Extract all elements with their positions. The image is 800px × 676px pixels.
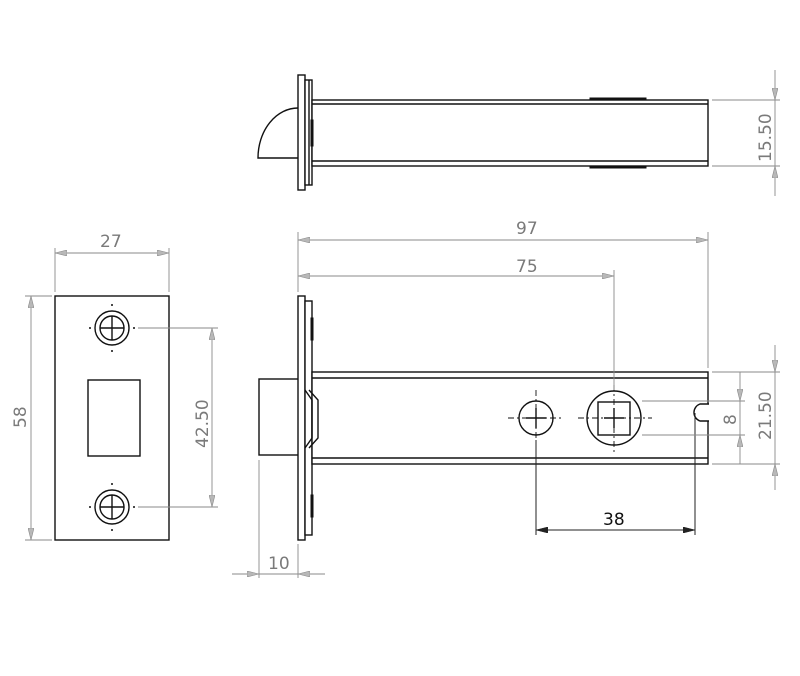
latch-head xyxy=(257,107,299,159)
dim-strike-height: 58 xyxy=(11,406,31,428)
spindle-hole-icon xyxy=(508,390,564,446)
dim-screw-spacing: 42.50 xyxy=(193,399,213,448)
dim-side-body-height: 21.50 xyxy=(756,391,776,440)
dim-follower-to-slot: 38 xyxy=(603,510,625,530)
top-faceplate xyxy=(297,74,306,191)
strike-plate-view: 27 58 42.50 xyxy=(11,232,218,541)
dim-bolt-projection: 10 xyxy=(268,554,290,574)
screw-top-icon xyxy=(89,304,135,352)
screw-bottom-icon xyxy=(89,483,135,531)
strike-opening xyxy=(87,379,141,457)
dim-strike-width: 27 xyxy=(100,232,122,252)
side-faceplate xyxy=(297,295,306,541)
follower-icon xyxy=(578,385,652,452)
top-body xyxy=(311,99,709,167)
bolt xyxy=(258,378,300,456)
dim-slot-width: 8 xyxy=(721,414,741,425)
dim-top-body-height: 15.50 xyxy=(756,113,776,162)
dim-backset: 75 xyxy=(516,257,538,277)
end-slot xyxy=(693,403,709,422)
side-view: 97 75 38 8 21.50 10 xyxy=(232,219,780,578)
dim-overall-length: 97 xyxy=(516,219,538,239)
top-view: 15.50 xyxy=(257,70,780,196)
